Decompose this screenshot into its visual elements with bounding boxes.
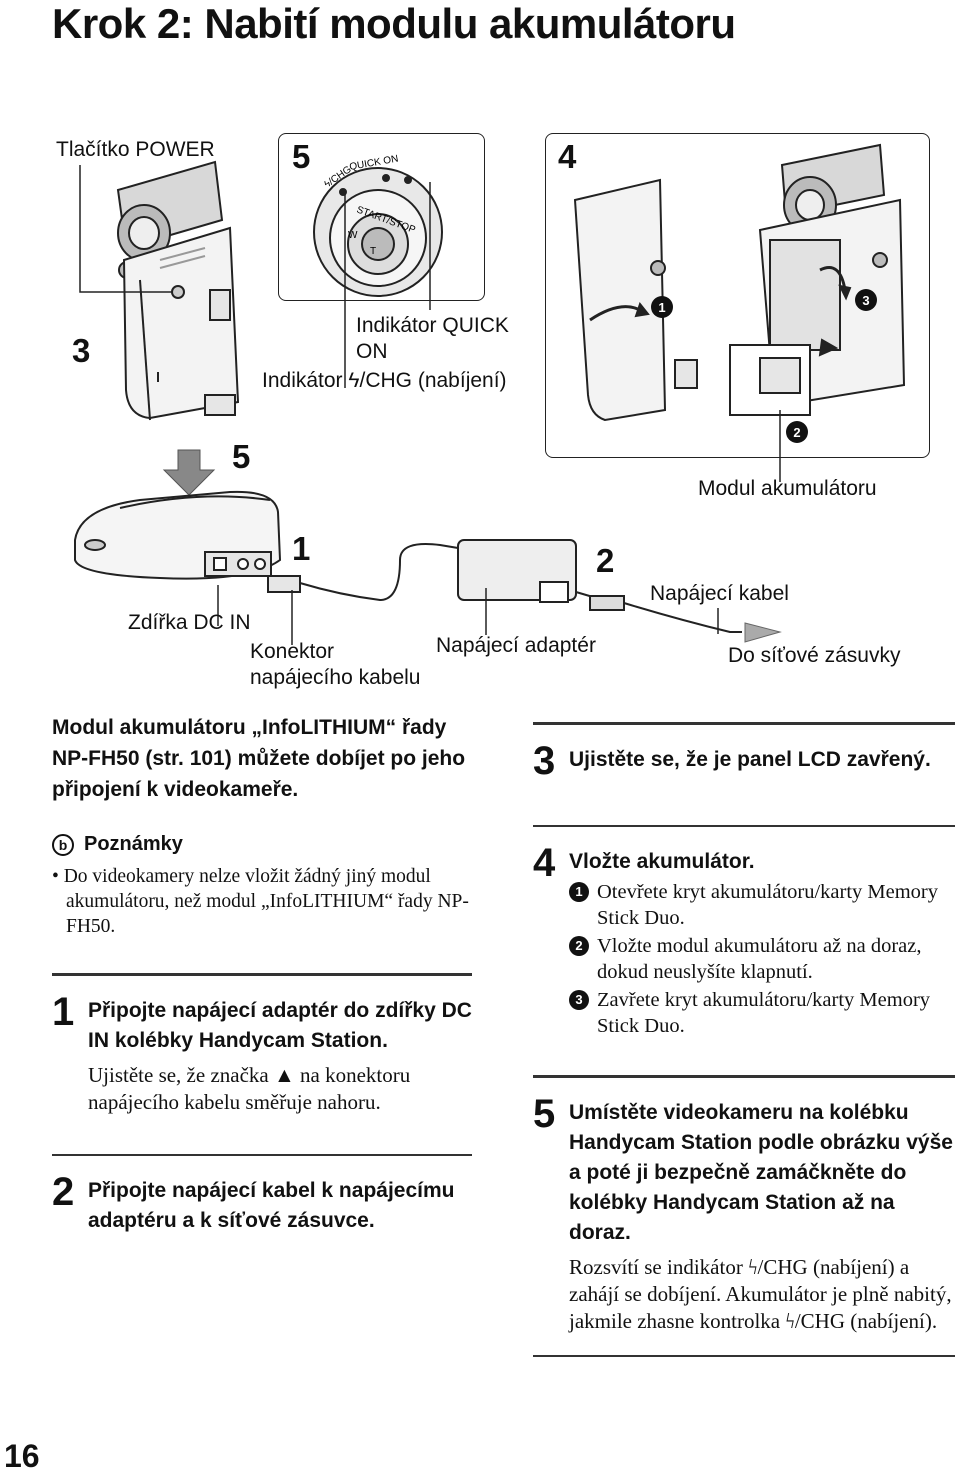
charging-diagram: QUICK ON ϟ/CHG START/STOP W T bbox=[0, 120, 960, 700]
step-1-number: 1 bbox=[52, 989, 75, 1034]
divider bbox=[533, 824, 955, 827]
diagram-drawing: QUICK ON ϟ/CHG START/STOP W T bbox=[74, 143, 906, 645]
diagram-num-4: 4 bbox=[558, 138, 577, 175]
label-power-button: Tlačítko POWER bbox=[56, 138, 215, 161]
diagram-num-2: 2 bbox=[596, 542, 615, 579]
intro-text: Modul akumulátoru „InfoLITHIUM“ řady NP-… bbox=[52, 716, 466, 801]
step-4: 4 Vložte akumulátor. 1 Otevřete kryt aku… bbox=[533, 843, 955, 1039]
step-4-sub-3: 3 Zavřete kryt akumulátoru/karty Memory … bbox=[569, 987, 955, 1039]
callout-1-text: 1 bbox=[658, 300, 665, 315]
diagram-num-1: 1 bbox=[292, 530, 311, 567]
divider bbox=[533, 722, 955, 725]
diagram-num-5-mid: 5 bbox=[232, 438, 251, 475]
cradle-illustration bbox=[74, 490, 282, 580]
step-5-desc: Rozsvítí se indikátor ϟ/CHG (nabíjení) a… bbox=[569, 1254, 952, 1333]
substep-3-icon: 3 bbox=[569, 990, 589, 1010]
substep-2-text: Vložte modul akumulátoru až na doraz, do… bbox=[597, 935, 922, 983]
dial-t-text: T bbox=[370, 246, 376, 257]
divider bbox=[533, 1075, 955, 1078]
diagram-num-5-top: 5 bbox=[292, 138, 311, 175]
label-ac-adaptor: Napájecí adaptér bbox=[436, 634, 596, 657]
step-4-title: Vložte akumulátor. bbox=[569, 850, 755, 873]
notes-heading: b Poznámky bbox=[52, 833, 472, 856]
divider bbox=[52, 973, 472, 976]
step-2-title: Připojte napájecí kabel k napájecímu ada… bbox=[88, 1179, 455, 1232]
right-column: 3 Ujistěte se, že je panel LCD zavřený. … bbox=[533, 722, 955, 1357]
label-connector-1: Konektor bbox=[250, 640, 335, 663]
label-wall-outlet: Do síťové zásuvky bbox=[728, 644, 901, 667]
step-2: 2 Připojte napájecí kabel k napájecímu a… bbox=[52, 1172, 472, 1236]
callout-2-text: 2 bbox=[793, 425, 800, 440]
down-arrow-icon bbox=[162, 449, 216, 496]
notes-title: Poznámky bbox=[84, 833, 183, 855]
camcorder-left-illustration bbox=[116, 160, 240, 421]
step-4-sub-1: 1 Otevřete kryt akumulátoru/karty Memory… bbox=[569, 879, 955, 931]
substep-2-icon: 2 bbox=[569, 936, 589, 956]
dial-illustration bbox=[313, 167, 443, 297]
note-item: • Do videokamery nelze vložit žádný jiný… bbox=[52, 866, 469, 937]
step-1: 1 Připojte napájecí adaptér do zdířky DC… bbox=[52, 992, 472, 1116]
diagram-num-3: 3 bbox=[72, 332, 91, 369]
step-5-title: Umístěte videokameru na kolébku Handycam… bbox=[569, 1100, 953, 1244]
step-3-number: 3 bbox=[533, 738, 556, 783]
label-connector-2: napájecího kabelu bbox=[250, 666, 421, 689]
step-1-title: Připojte napájecí adaptér do zdířky DC I… bbox=[88, 998, 472, 1052]
page-number: 16 bbox=[4, 1438, 40, 1474]
camcorder-battery-illustration bbox=[729, 143, 906, 416]
label-quick-on-indicator-1: Indikátor QUICK bbox=[356, 314, 509, 337]
power-cable-illustration bbox=[267, 539, 782, 643]
step-5-number: 5 bbox=[533, 1091, 556, 1136]
callout-1-icon bbox=[651, 296, 673, 318]
left-column: Modul akumulátoru „InfoLITHIUM“ řady NP-… bbox=[52, 712, 472, 1236]
substep-1-icon: 1 bbox=[569, 882, 589, 902]
label-chg-indicator: Indikátor ϟ/CHG (nabíjení) bbox=[262, 369, 507, 392]
page-title: Krok 2: Nabití modulu akumulátoru bbox=[52, 0, 736, 47]
step-1-desc: Ujistěte se, že značka ▲ na konektoru na… bbox=[88, 1062, 411, 1114]
label-battery-module: Modul akumulátoru bbox=[698, 477, 877, 500]
callout-2-icon bbox=[786, 421, 808, 443]
substep-3-text: Zavřete kryt akumulátoru/karty Memory St… bbox=[597, 989, 931, 1037]
step-4-number: 4 bbox=[533, 841, 556, 885]
label-quick-on-indicator-2: ON bbox=[356, 340, 388, 363]
callout-3-icon bbox=[855, 289, 877, 311]
note-icon: b bbox=[52, 833, 74, 856]
divider bbox=[533, 1354, 955, 1357]
label-power-cord: Napájecí kabel bbox=[650, 582, 789, 605]
step-3: 3 Ujistěte se, že je panel LCD zavřený. bbox=[533, 741, 955, 781]
callout-3-text: 3 bbox=[862, 293, 869, 308]
substep-1-text: Otevřete kryt akumulátoru/karty Memory S… bbox=[597, 881, 938, 929]
divider bbox=[52, 1153, 472, 1156]
dial-w-text: W bbox=[348, 230, 358, 241]
step-4-sub-2: 2 Vložte modul akumulátoru až na doraz, … bbox=[569, 933, 955, 985]
camcorder-open-illustration bbox=[573, 178, 698, 422]
step-2-number: 2 bbox=[52, 1170, 75, 1214]
step-3-title: Ujistěte se, že je panel LCD zavřený. bbox=[569, 747, 931, 771]
step-5: 5 Umístěte videokameru na kolébku Handyc… bbox=[533, 1094, 955, 1335]
label-dc-in: Zdířka DC IN bbox=[128, 611, 251, 634]
